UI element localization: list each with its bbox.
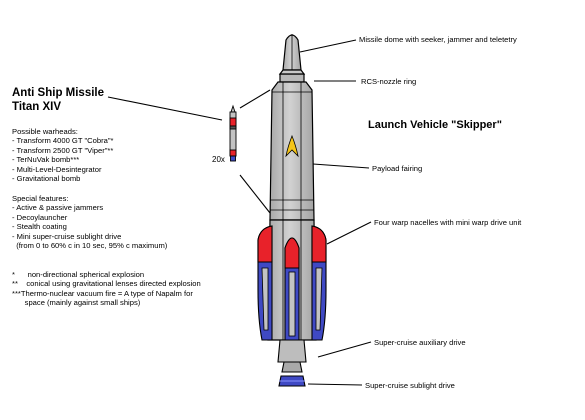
warheads-heading: Possible warheads: — [12, 127, 78, 136]
callout-auxiliary-label: Super-cruise auxiliary drive — [374, 338, 466, 347]
feature-item: - Stealth coating — [12, 222, 67, 232]
dome-leader-line — [299, 39, 357, 53]
missile-multiplier: 20x — [212, 155, 225, 164]
nacelles-leader-line — [326, 221, 372, 245]
feature-item: - Active & passive jammers — [12, 203, 104, 213]
vehicle-name: Launch Vehicle "Skipper" — [368, 119, 502, 131]
drive-section — [277, 339, 307, 387]
callout-rcs-label: RCS-nozzle ring — [361, 77, 417, 86]
callout-sublight-label: Super-cruise sublight drive — [365, 381, 455, 390]
footnote: space (mainly against small ships) — [12, 298, 141, 308]
footnote: * non-directional spherical explosion — [12, 270, 145, 279]
callout-nacelles-label: Four warp nacelles with mini warp drive … — [374, 218, 522, 227]
missile-to-rocket-line — [239, 174, 271, 214]
rcs-ring — [279, 73, 305, 83]
small-missile — [229, 104, 237, 162]
warhead-item: - TerNuVak bomb*** — [12, 155, 80, 165]
warhead-item: - Gravitational bomb — [12, 174, 81, 184]
footnote: ***Thermo-nuclear vacuum fire = A type o… — [12, 288, 193, 298]
payload-fairing — [278, 69, 306, 75]
missile-title-line2: Titan XIV — [12, 101, 61, 113]
warhead-item: - Multi-Level-Desintegrator — [12, 164, 102, 174]
footnotes-section: * non-directional spherical explosion **… — [12, 270, 201, 308]
missile-title-line1: Anti Ship Missile — [12, 87, 105, 99]
title-leader-line — [107, 96, 223, 121]
feature-item: (from 0 to 60% c in 10 sec, 95% c maximu… — [12, 241, 168, 251]
auxiliary-leader-line — [317, 341, 372, 358]
missile-leader-line — [239, 89, 271, 109]
features-section: Special features: - Active & passive jam… — [12, 194, 167, 250]
warhead-item: - Transform 4000 GT "Cobra"* — [12, 136, 114, 146]
footnote: ** conical using gravitational lenses di… — [12, 279, 201, 289]
starfleet-insignia-icon — [285, 134, 299, 158]
warp-nacelles — [257, 225, 327, 346]
callout-dome-label: Missile dome with seeker, jammer and tel… — [359, 35, 517, 44]
missile-title: Anti Ship Missile Titan XIV — [12, 86, 104, 114]
fairing-leader-line — [312, 163, 370, 169]
features-heading: Special features: — [12, 194, 69, 203]
warhead-item: - Transform 2500 GT "Viper"** — [12, 145, 114, 155]
callout-fairing-label: Payload fairing — [372, 164, 423, 173]
feature-item: - Decoylauncher — [12, 212, 68, 222]
warheads-section: Possible warheads: - Transform 4000 GT "… — [12, 127, 113, 183]
feature-item: - Mini super-cruise sublight drive — [12, 231, 122, 241]
sublight-leader-line — [307, 383, 363, 386]
auxiliary-drive — [277, 339, 307, 363]
callout-lines — [107, 39, 372, 386]
